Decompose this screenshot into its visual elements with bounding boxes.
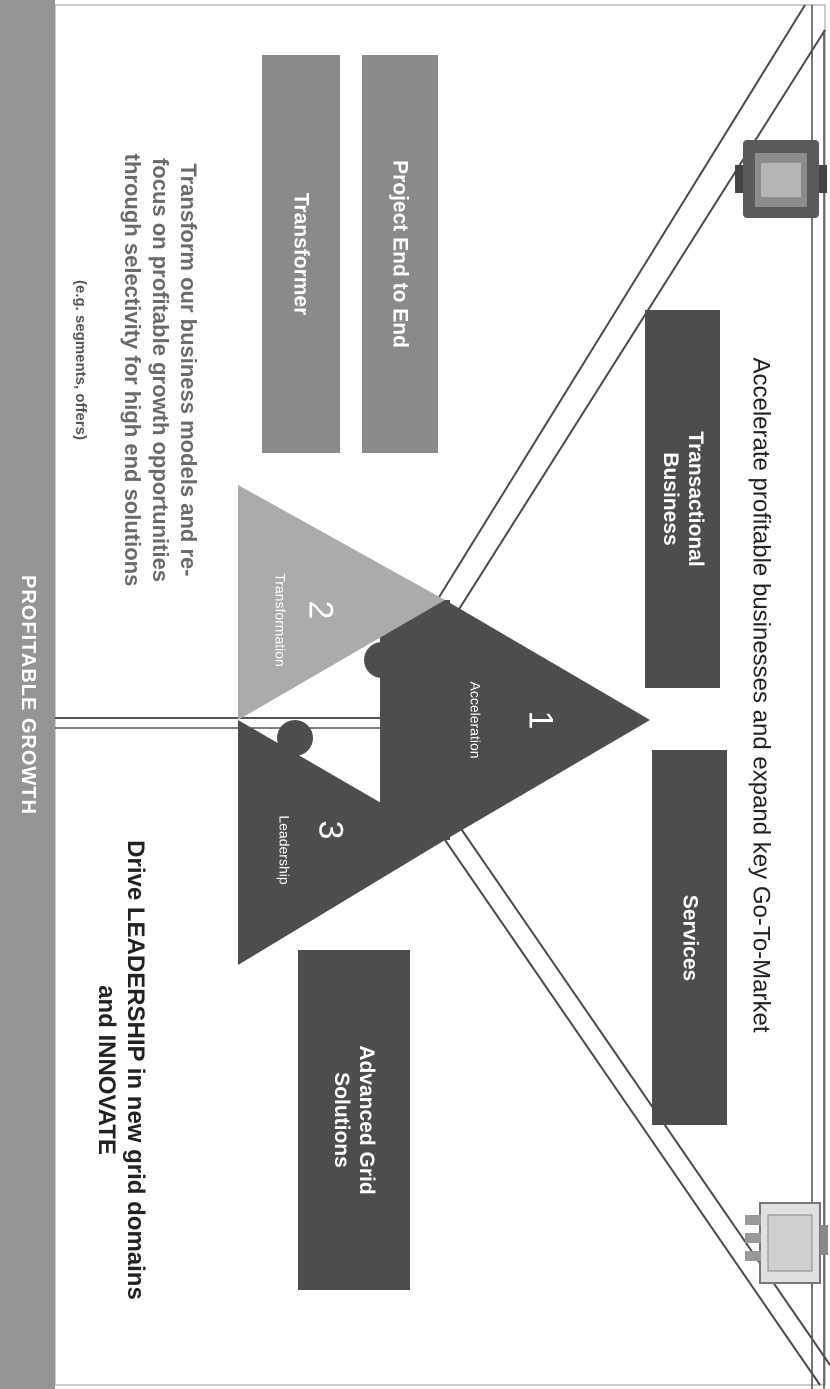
leadership-text: Drive LEADERSHIP in new grid domains and… [93,840,149,1300]
services-box: Services [652,750,727,1125]
transformer-label: Transformer [289,192,313,316]
transformer-box: Transformer [262,55,340,453]
transactional-business-label: Transactional Business [658,431,707,567]
top-heading-box: Accelerate profitable businesses and exp… [735,140,785,1250]
acceleration-piece-body [380,600,450,840]
acceleration-number: 1 [521,710,560,730]
transform-text-box: Transform our business models and re- fo… [100,60,220,680]
acceleration-label: Acceleration [467,681,484,759]
transform-text: Transform our business models and re- fo… [119,153,202,587]
switchgear-device-icon [735,140,827,218]
transformation-number-box: 2 [295,580,345,640]
funnel-line-top-outer [419,4,806,629]
services-label: Services [678,894,702,981]
puzzle-knob-1 [364,642,400,678]
transformation-label-box: Transformation [262,545,298,695]
leadership-number: 3 [311,820,350,840]
transformation-number: 2 [301,600,340,620]
top-heading: Accelerate profitable businesses and exp… [747,357,775,1033]
leadership-text-box: Drive LEADERSHIP in new grid domains and… [80,760,160,1380]
acceleration-number-box: 1 [515,690,565,750]
puzzle-knob-2 [407,757,443,793]
acceleration-label-box: Acceleration [455,650,495,790]
advanced-grid-solutions-label: Advanced Grid Solutions [330,1045,379,1195]
funnel-line-bottom-outer [444,839,821,1386]
leadership-number-box: 3 [305,800,355,860]
funnel-line-top-inner [431,29,826,653]
transform-note: (e.g. segments, offers) [72,279,89,441]
leadership-label-box: Leadership [266,790,302,910]
outer-border [54,4,826,1386]
transactional-business-box: Transactional Business [645,310,720,688]
acceleration-piece [445,600,650,840]
profitable-growth-band: PROFITABLE GROWTH [0,0,55,1389]
profitable-growth-label: PROFITABLE GROWTH [16,574,39,815]
transformation-label: Transformation [272,573,289,667]
leadership-piece [238,720,445,965]
leadership-label: Leadership [276,815,293,885]
transform-note-box: (e.g. segments, offers) [65,230,95,490]
project-end-to-end-label: Project End to End [388,160,412,348]
transformation-piece [238,485,445,720]
advanced-grid-solutions-box: Advanced Grid Solutions [298,950,410,1290]
circuit-breaker-icon [745,1202,828,1284]
puzzle-knob-3 [277,720,313,756]
project-end-to-end-box: Project End to End [362,55,438,453]
